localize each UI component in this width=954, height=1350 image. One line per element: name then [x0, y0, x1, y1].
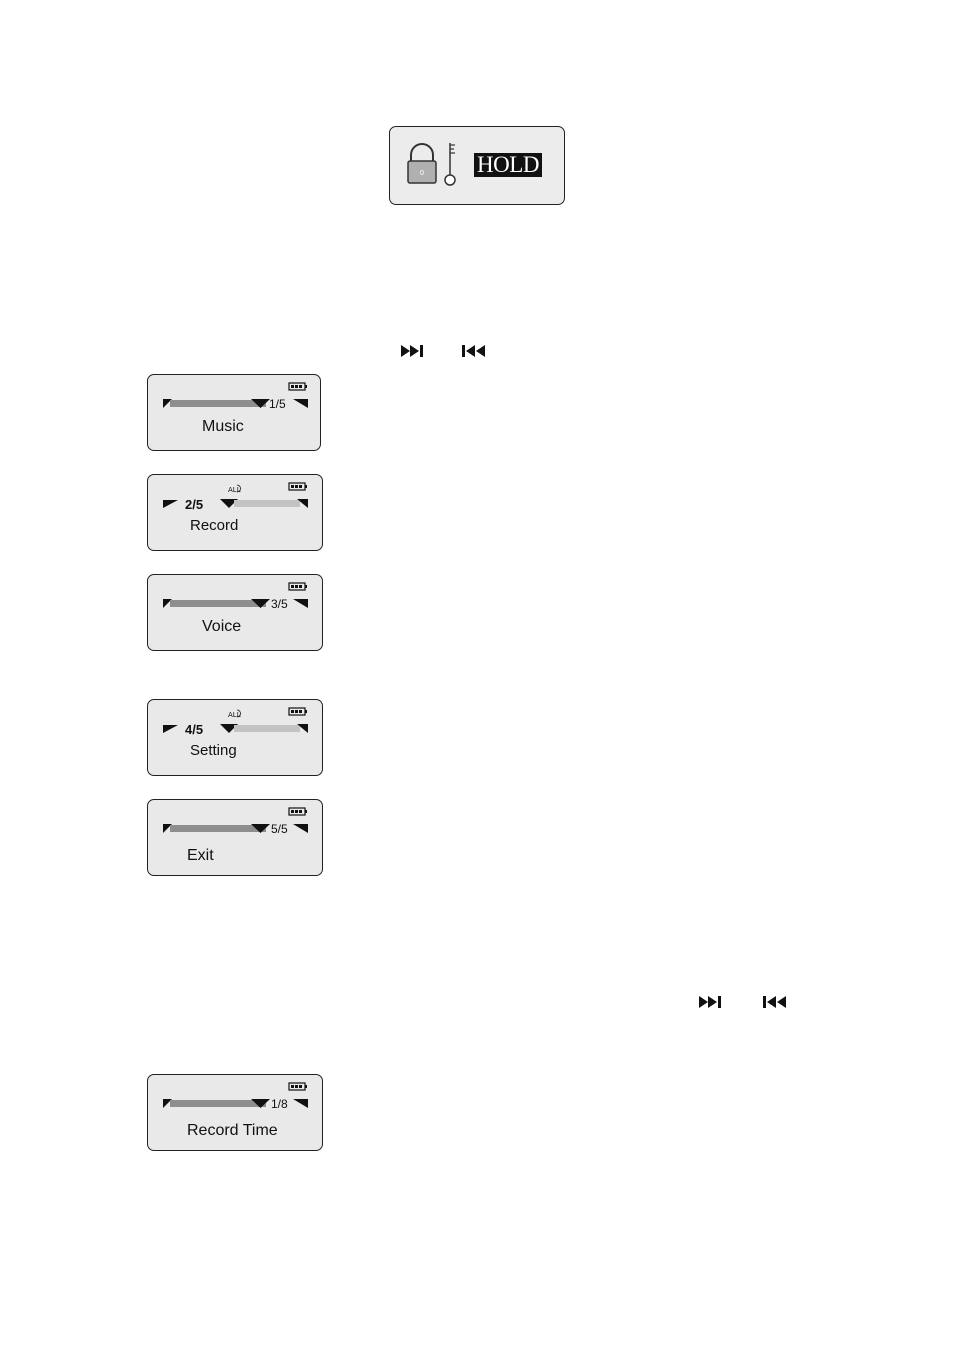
screen-label: Record	[190, 517, 238, 535]
screen-index: 1/5	[269, 397, 286, 411]
lcd-screen-voice: 3/5 Voice	[147, 574, 323, 651]
screen-index: 5/5	[271, 822, 288, 836]
previous-track-icon	[762, 995, 788, 1009]
screen-index: 2/5	[185, 498, 203, 512]
lcd-screen-record-time: 1/8 Record Time	[147, 1074, 323, 1151]
battery-icon	[289, 383, 307, 390]
hold-display: 0 HOLD	[389, 126, 565, 205]
key-icon	[442, 141, 458, 187]
padlock-icon: 0	[406, 141, 438, 185]
screen-label: Music	[202, 418, 244, 436]
screen-index: 1/8	[271, 1097, 288, 1111]
lcd-screen-record: ALL 2/5 Record	[147, 474, 323, 551]
svg-text:ALL: ALL	[228, 711, 241, 719]
battery-icon	[289, 583, 307, 590]
lcd-screen-exit: 5/5 Exit	[147, 799, 323, 876]
screen-index: 4/5	[185, 723, 203, 737]
svg-text:ALL: ALL	[228, 486, 241, 494]
hold-label: HOLD	[474, 153, 542, 177]
screen-label: Exit	[187, 847, 214, 865]
repeat-all-icon: ALL	[228, 485, 241, 494]
screen-label: Setting	[190, 742, 237, 760]
svg-text:0: 0	[420, 169, 424, 177]
screen-label: Record Time	[187, 1122, 278, 1140]
previous-track-icon	[461, 344, 487, 358]
battery-icon	[289, 483, 307, 490]
next-track-icon	[699, 995, 723, 1009]
lcd-screen-setting: ALL 4/5 Setting	[147, 699, 323, 776]
next-track-icon	[401, 344, 425, 358]
lcd-screen-music: 1/5 Music	[147, 374, 321, 451]
screen-label: Voice	[202, 618, 241, 636]
battery-icon	[289, 1083, 307, 1090]
screen-index: 3/5	[271, 597, 288, 611]
battery-icon	[289, 708, 307, 715]
battery-icon	[289, 808, 307, 815]
repeat-all-icon: ALL	[228, 710, 241, 719]
